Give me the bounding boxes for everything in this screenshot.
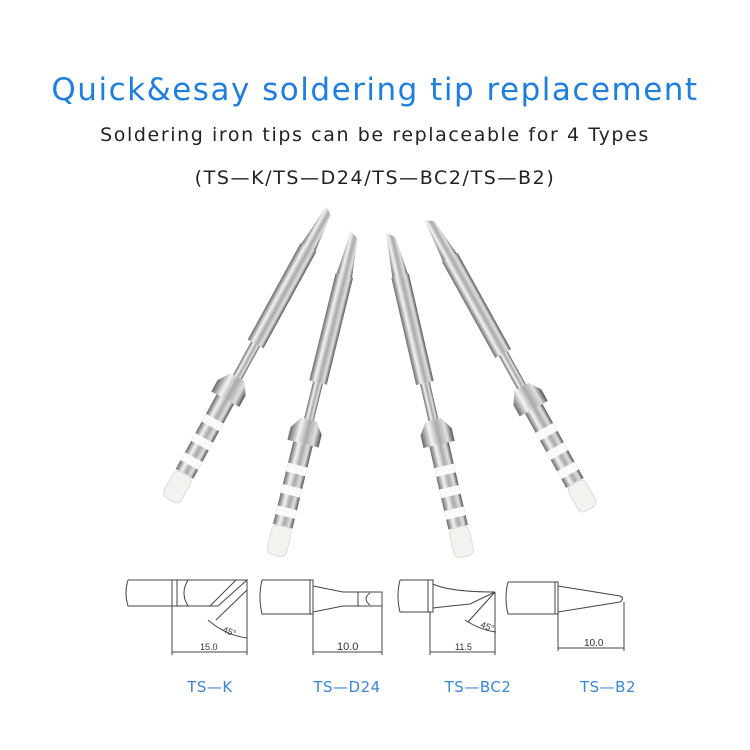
diagram-ts-k: [125, 579, 249, 655]
dim-ts-k: 15.0: [200, 642, 218, 652]
diagram-ts-b2: [505, 581, 625, 651]
label-ts-d24: TS—D24: [313, 678, 381, 696]
types-line: (TS—K/TS—D24/TS—BC2/TS—B2): [194, 167, 556, 189]
dim-ts-d24: 10.0: [337, 641, 358, 653]
subtitle: Soldering iron tips can be replaceable f…: [100, 124, 650, 146]
label-ts-b2: TS—B2: [579, 678, 637, 696]
tip-ts-d24: [259, 227, 372, 560]
angle-ts-bc2: 45°: [479, 619, 496, 633]
label-ts-bc2: TS—BC2: [444, 678, 512, 696]
angle-ts-k: 45°: [221, 624, 238, 638]
dim-ts-bc2: 11.5: [455, 642, 472, 652]
dim-ts-b2: 10.0: [584, 638, 604, 649]
label-ts-k: TS—K: [187, 678, 233, 696]
page-title: Quick&esay soldering tip replacement: [51, 72, 699, 108]
diagram-ts-d24: [259, 579, 383, 655]
diagram-ts-bc2: [397, 579, 497, 655]
